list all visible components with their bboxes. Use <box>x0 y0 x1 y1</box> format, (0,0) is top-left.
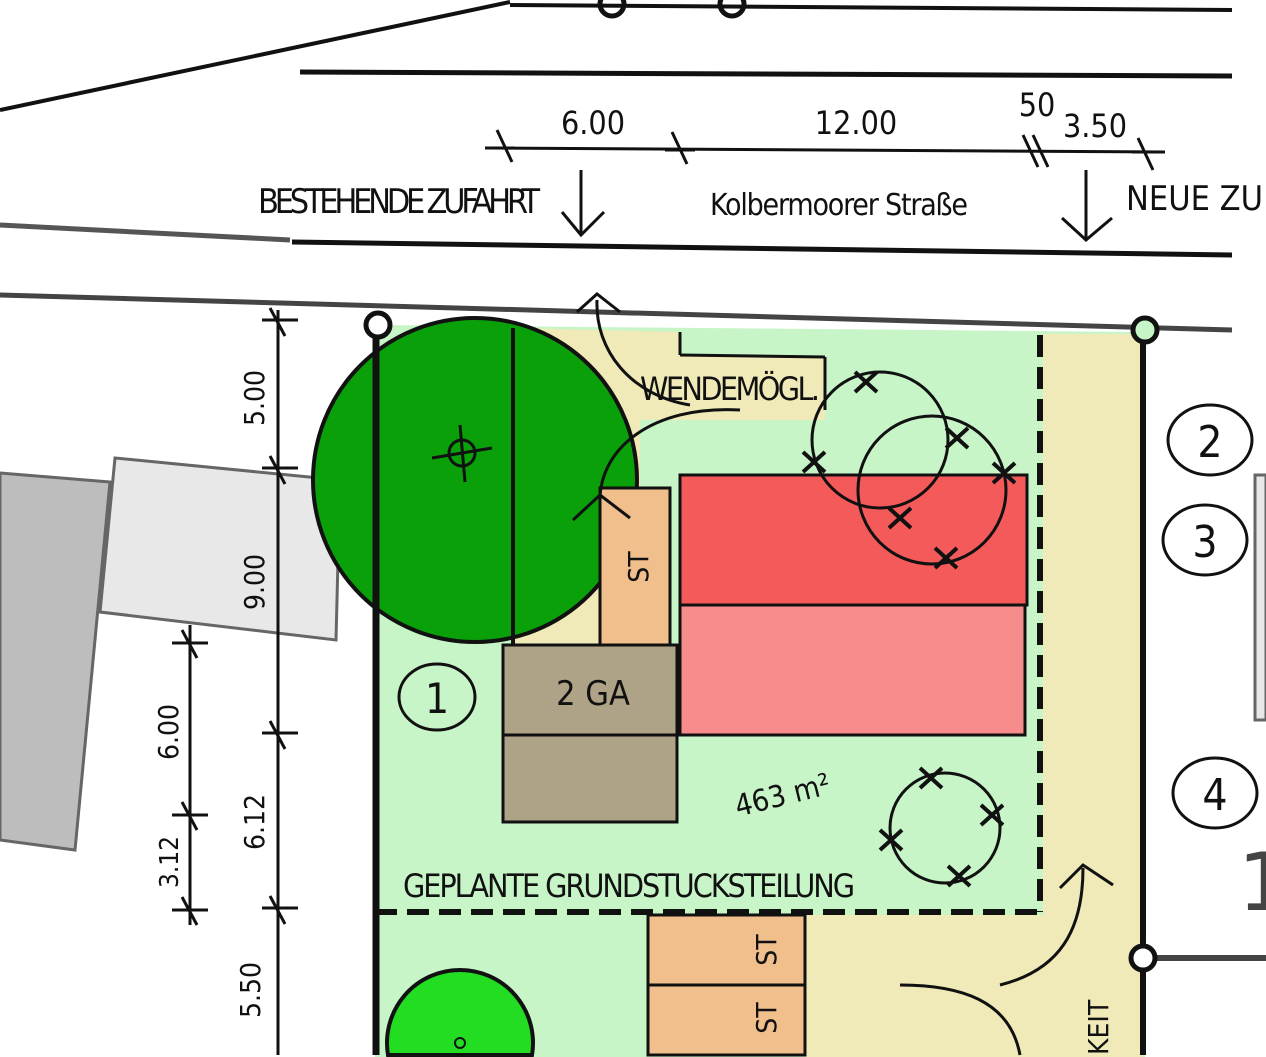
house-lower <box>678 603 1027 737</box>
survey-point <box>363 310 393 340</box>
dimension-label: 3.50 <box>1063 107 1127 145</box>
survey-point <box>597 0 627 19</box>
new-access-label: NEUE ZUFA <box>1126 179 1266 219</box>
lower-parking-space <box>646 983 807 1057</box>
access-lane <box>1043 334 1143 1057</box>
dimension-label: 50 <box>1019 86 1056 124</box>
marker-2: 2 <box>1166 403 1254 477</box>
lower-parking-label: ST <box>750 1002 783 1034</box>
top-dimension-line <box>485 129 1166 171</box>
neighbor-building-right <box>1253 473 1266 722</box>
lane-label: KEIT <box>1082 999 1115 1055</box>
neighbor-building-dark <box>0 471 112 852</box>
marker-1: 1 <box>397 662 477 732</box>
dimension-label: 12.00 <box>815 104 897 142</box>
neighbor-number: 1 <box>1238 836 1266 929</box>
survey-point <box>1128 943 1158 973</box>
plot-boundary <box>372 325 1146 1055</box>
garage-lower <box>501 733 679 824</box>
svg-text:3: 3 <box>1192 517 1217 568</box>
neighbor-building-light <box>98 456 342 642</box>
lower-parking-label: ST <box>750 934 783 966</box>
dimension-label: 5.50 <box>234 962 267 1018</box>
dimension-label: 3.12 <box>155 836 185 888</box>
dimension-label: 6.00 <box>561 104 625 142</box>
dimension-label: 5.00 <box>238 370 271 426</box>
svg-text:4: 4 <box>1202 770 1227 821</box>
marker-3: 3 <box>1161 503 1249 577</box>
dimension-label: 6.00 <box>152 704 185 760</box>
survey-point <box>1130 315 1160 345</box>
garage-label: 2 GA <box>556 674 630 714</box>
shrub-group <box>801 370 1017 888</box>
driving-arrows <box>560 170 1114 1056</box>
svg-text:2: 2 <box>1197 417 1222 468</box>
planned-tree-center <box>454 1037 466 1049</box>
dimension-label: 6.12 <box>238 794 271 850</box>
parking-label: ST <box>622 551 655 583</box>
division-label: GEPLANTE GRUNDSTUCKSTEILUNG <box>403 867 855 905</box>
survey-point <box>717 0 747 19</box>
turning-area-label: WENDEMÖGL. <box>640 370 820 408</box>
svg-text:1: 1 <box>425 674 449 723</box>
existing-tree <box>311 316 639 644</box>
planned-division-line <box>375 335 1043 915</box>
tree-center-icon <box>431 424 493 483</box>
house-upper <box>678 473 1029 607</box>
street-name: Kolbermoorer Straße <box>710 188 968 223</box>
dimension-label: 9.00 <box>238 554 271 610</box>
existing-access-label: BESTEHENDE ZUFAHRT <box>258 182 540 222</box>
left-dimension-lines <box>172 307 298 1055</box>
planned-tree <box>385 967 535 1057</box>
marker-4: 4 <box>1171 756 1259 830</box>
road-lines <box>0 0 1266 961</box>
